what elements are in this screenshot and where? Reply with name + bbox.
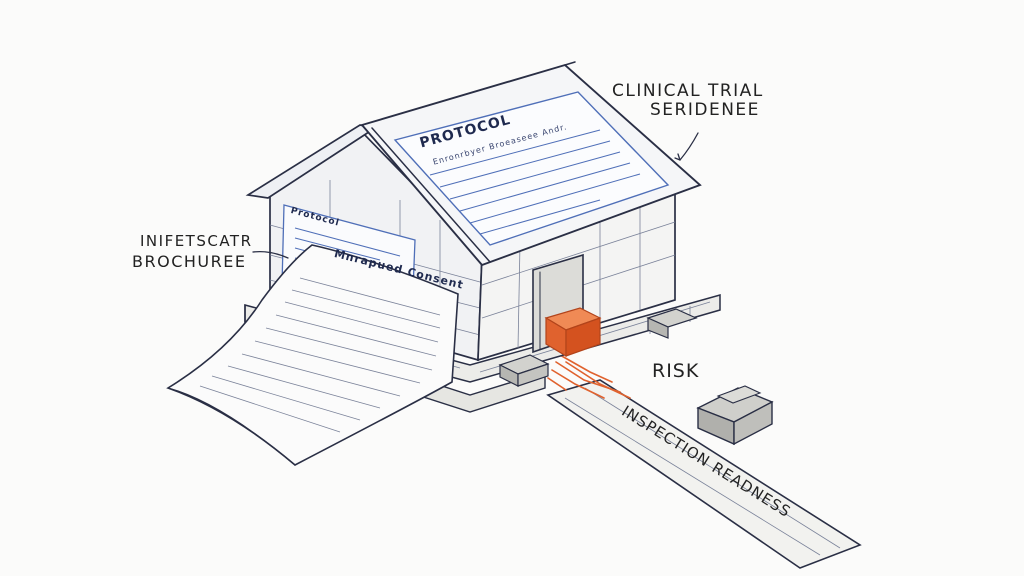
inspection-readiness-path bbox=[546, 379, 862, 569]
clinical-trial-label: CLINICAL TRIAL bbox=[612, 81, 764, 101]
brochure-label-bottom: BROCHUREE bbox=[132, 252, 247, 271]
roof-protocol-document bbox=[393, 91, 670, 246]
risk-block bbox=[544, 307, 602, 358]
brochure-label-top: INIFETSCATR bbox=[140, 232, 253, 250]
evidence-label: SERIDENEE bbox=[650, 100, 760, 120]
leader-lines bbox=[252, 132, 699, 259]
informed-consent-sheet bbox=[166, 244, 459, 466]
foundation-stones bbox=[498, 308, 698, 387]
risk-label: RISK bbox=[652, 360, 700, 382]
risk-trail bbox=[547, 354, 631, 399]
path-block bbox=[696, 385, 774, 446]
